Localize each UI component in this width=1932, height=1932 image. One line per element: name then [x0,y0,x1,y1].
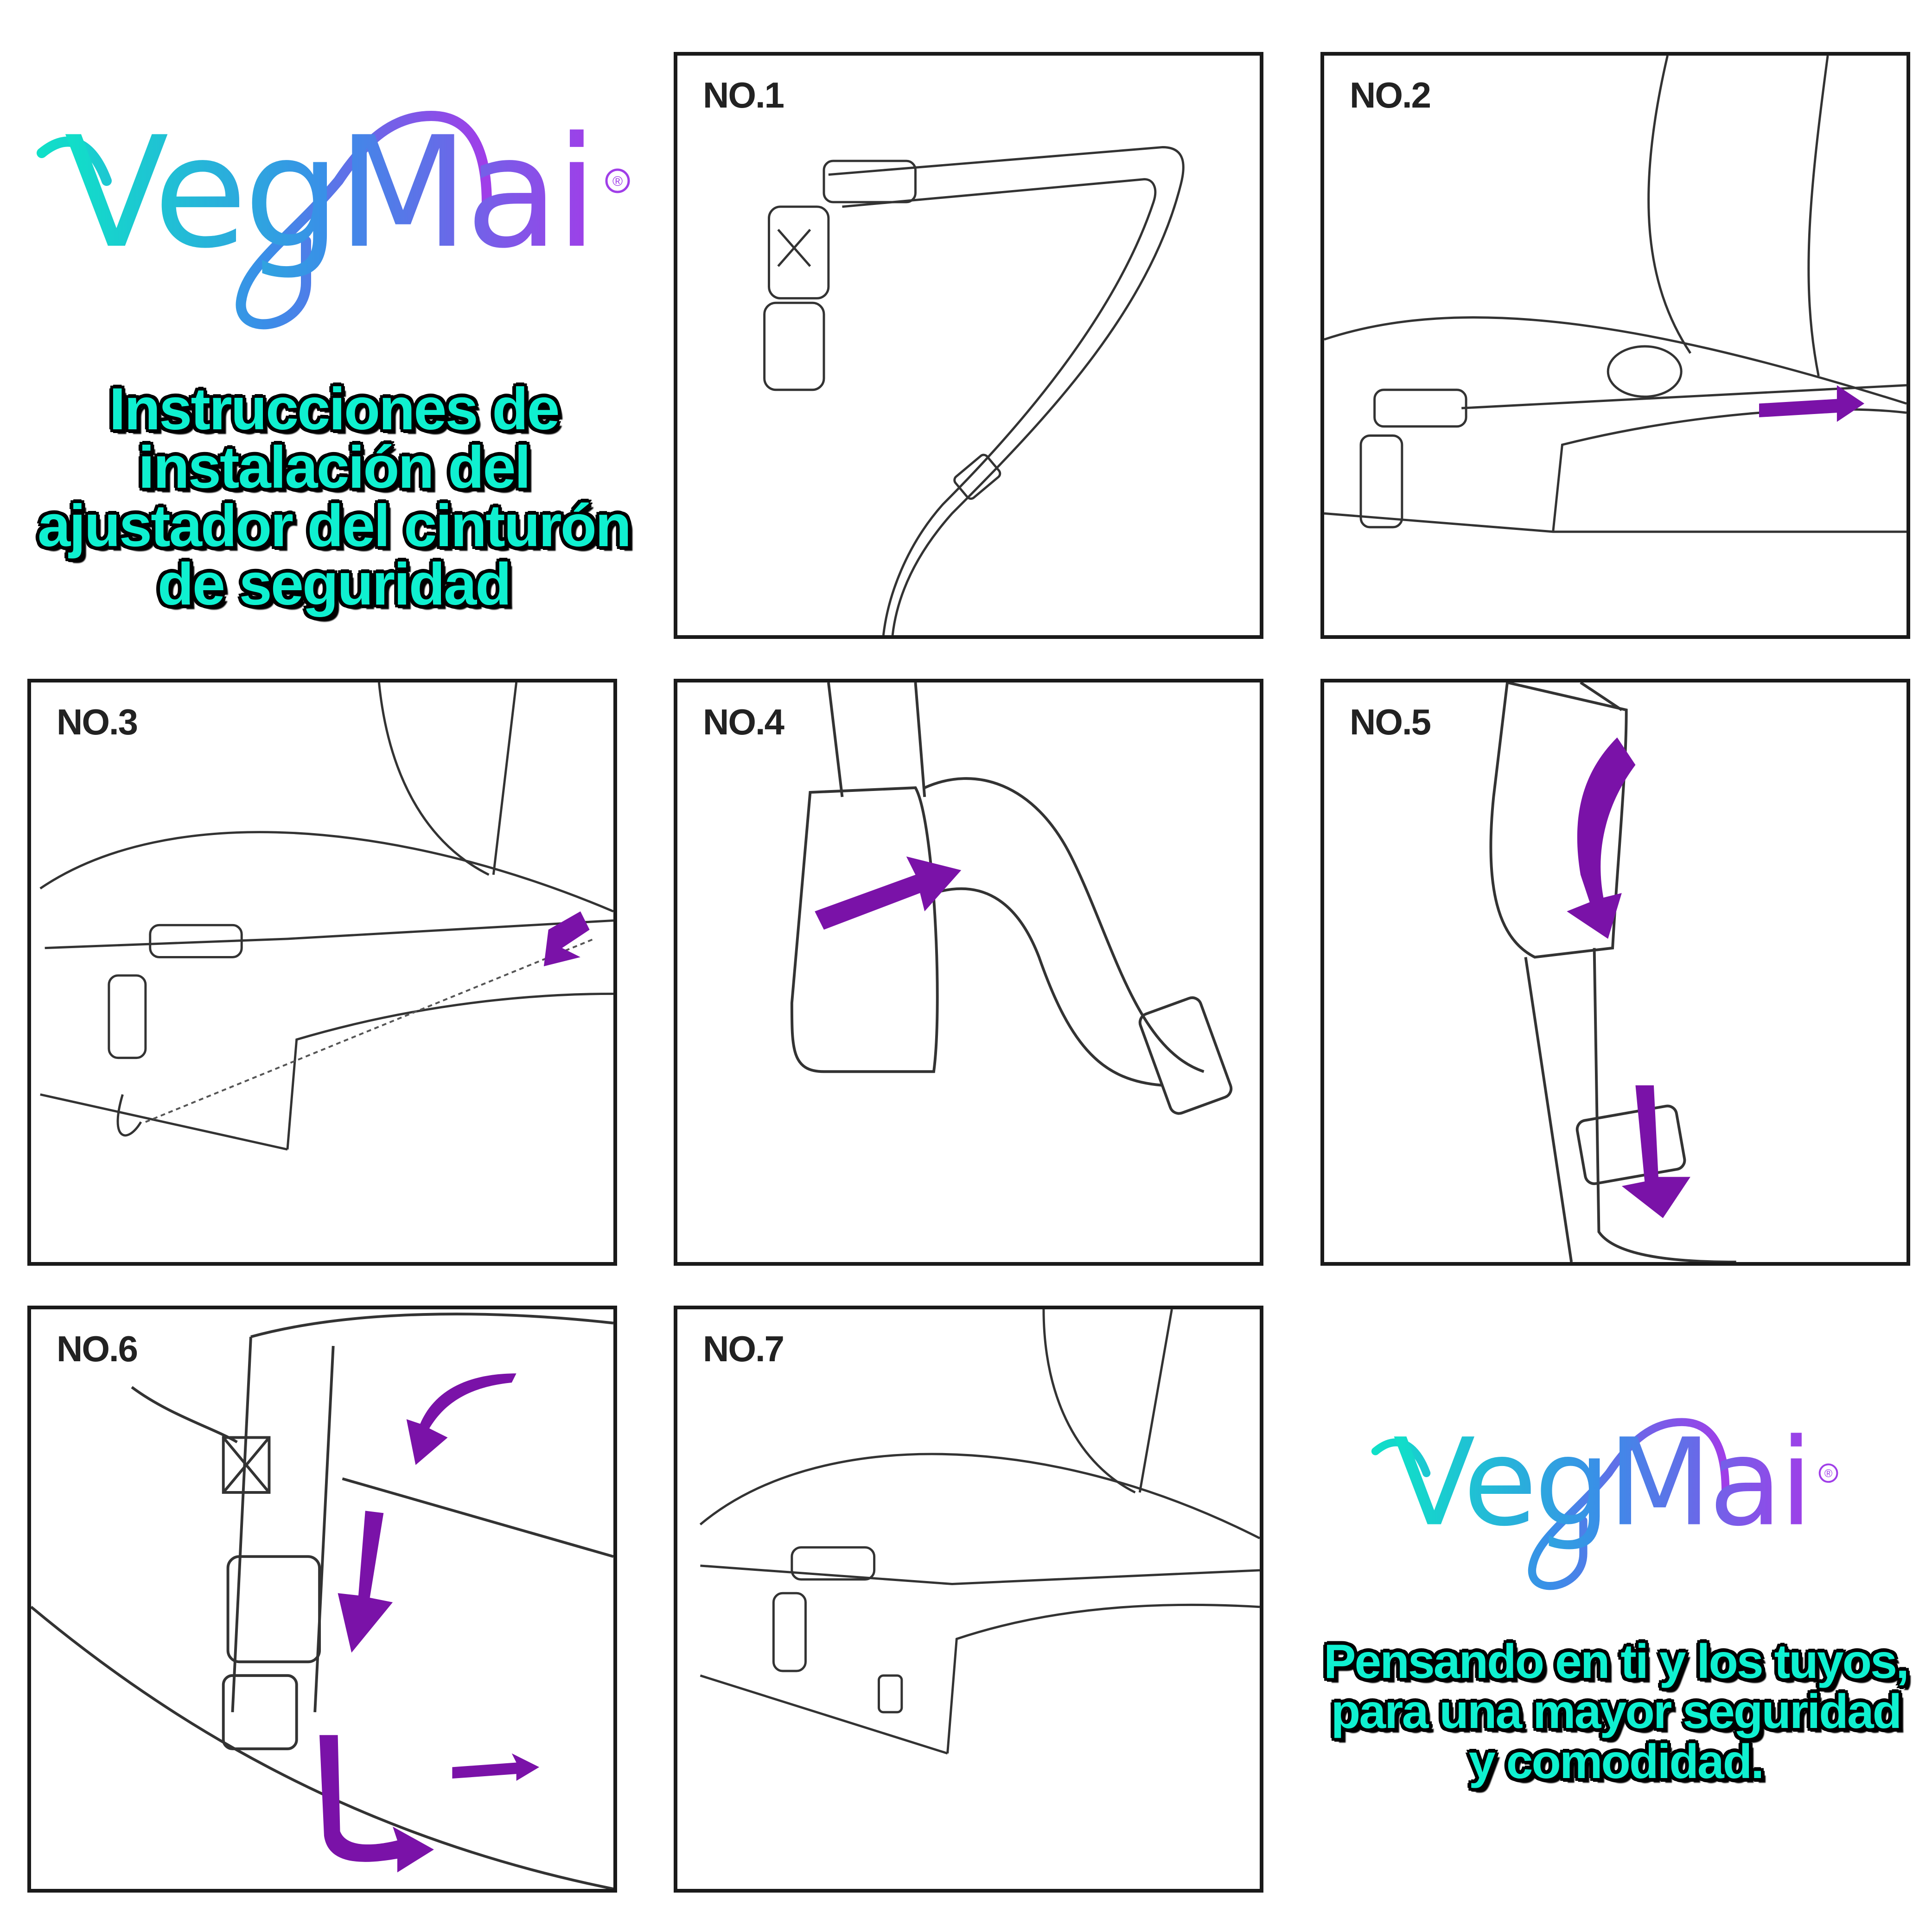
step-label: NO.1 [703,75,784,115]
registered-mark: ® [1824,1468,1833,1480]
step-label: NO.6 [57,1328,138,1369]
arrow-icon [1621,1085,1690,1218]
step-label: NO.4 [703,701,784,742]
logo-swoosh [37,110,492,330]
brand-logo-bottom: VegMai ® [1368,1400,1850,1619]
car-seat-illustration [39,682,613,1151]
step-label: NO.2 [1350,75,1431,115]
vegmai-logo: VegMai ® [37,104,630,330]
title-line: Instrucciones de [109,376,560,442]
step-label: NO.3 [57,701,138,742]
arrow-icon [452,1753,540,1781]
step-panel-2: NO.2 [1320,52,1910,639]
tagline: Pensando en ti y los tuyos, para una may… [1307,1637,1924,1787]
belt-adjust-illustration [31,1313,613,1889]
arrow-icon [543,911,590,967]
brand-name: VegMai [64,104,594,282]
arrow-icon [1567,737,1636,939]
step-panel-5: NO.5 [1320,679,1910,1266]
step-panel-3: NO.3 [27,679,617,1266]
logo-swoosh [1371,1418,1730,1590]
arrow-icon [406,1373,516,1465]
belt-adjuster-illustration [763,146,1185,635]
tagline-line: y comodidad. [1468,1735,1764,1789]
car-seat-illustration [1324,56,1906,533]
installed-seat-illustration [699,1309,1260,1755]
vegmai-logo: VegMai ® [1371,1413,1838,1590]
belt-through-buckle-illustration [1489,682,1736,1262]
step-panel-7: NO.7 [674,1306,1263,1893]
brand-name: VegMai [1393,1413,1810,1553]
brand-logo-top: VegMai ® [32,88,644,366]
arrow-icon [338,1511,393,1653]
page-title: Instrucciones de instalación del ajustad… [19,380,649,614]
registered-mark: ® [612,174,623,189]
arrow-icon [1759,385,1865,422]
tagline-line: para una mayor seguridad [1331,1685,1902,1739]
title-line: instalación del [138,434,531,501]
step-panel-1: NO.1 [674,52,1263,639]
belt-through-buckle-illustration [790,682,1233,1115]
step-label: NO.7 [703,1328,784,1369]
arrow-icon [319,1735,434,1873]
step-panel-6: NO.6 [27,1306,617,1893]
tagline-line: Pensando en ti y los tuyos, [1324,1635,1909,1689]
step-label: NO.5 [1350,701,1431,742]
title-line: de seguridad [157,551,512,618]
arrow-icon [815,856,962,930]
title-line: ajustador del cinturón [37,493,631,559]
step-panel-4: NO.4 [674,679,1263,1266]
